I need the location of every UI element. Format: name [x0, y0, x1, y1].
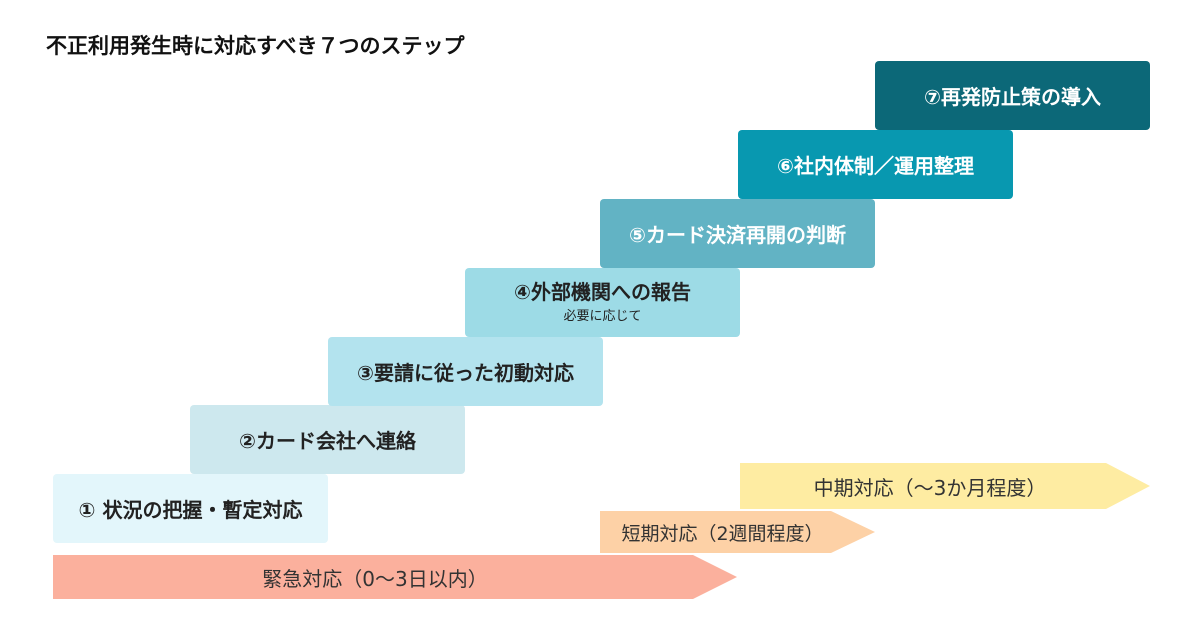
phase-short-term-arrow: 短期対応（2週間程度）: [600, 511, 875, 553]
step-4-report-external: ④外部機関への報告 必要に応じて: [465, 268, 740, 337]
step-3-label: ③要請に従った初動対応: [357, 361, 574, 385]
step-4-sublabel: 必要に応じて: [563, 309, 642, 324]
step-2-contact-card-company: ②カード会社へ連絡: [190, 405, 465, 474]
step-5-label: ⑤カード決済再開の判断: [629, 223, 846, 247]
phase-mid-term-arrow: 中期対応（〜3か月程度）: [740, 463, 1150, 509]
page-title: 不正利用発生時に対応すべき７つのステップ: [46, 34, 465, 58]
phase-short-term-label: 短期対応（2週間程度）: [621, 522, 824, 545]
step-5-resume-payment-decision: ⑤カード決済再開の判断: [600, 199, 875, 268]
step-3-initial-response: ③要請に従った初動対応: [328, 337, 603, 406]
phase-emergency-arrow: 緊急対応（0〜3日以内）: [53, 555, 737, 599]
step-1-label: ① 状況の把握・暫定対応: [78, 498, 303, 522]
step-7-label: ⑦再発防止策の導入: [924, 85, 1101, 109]
step-6-internal-structure: ⑥社内体制／運用整理: [738, 130, 1013, 199]
step-6-label: ⑥社内体制／運用整理: [777, 154, 974, 178]
phase-emergency-label: 緊急対応（0〜3日以内）: [262, 566, 488, 591]
step-2-label: ②カード会社へ連絡: [239, 429, 416, 453]
step-7-prevention-measures: ⑦再発防止策の導入: [875, 61, 1150, 130]
phase-mid-term-label: 中期対応（〜3か月程度）: [813, 475, 1047, 500]
step-1-situation-assessment: ① 状況の把握・暫定対応: [53, 474, 328, 543]
step-4-label: ④外部機関への報告: [514, 280, 691, 304]
